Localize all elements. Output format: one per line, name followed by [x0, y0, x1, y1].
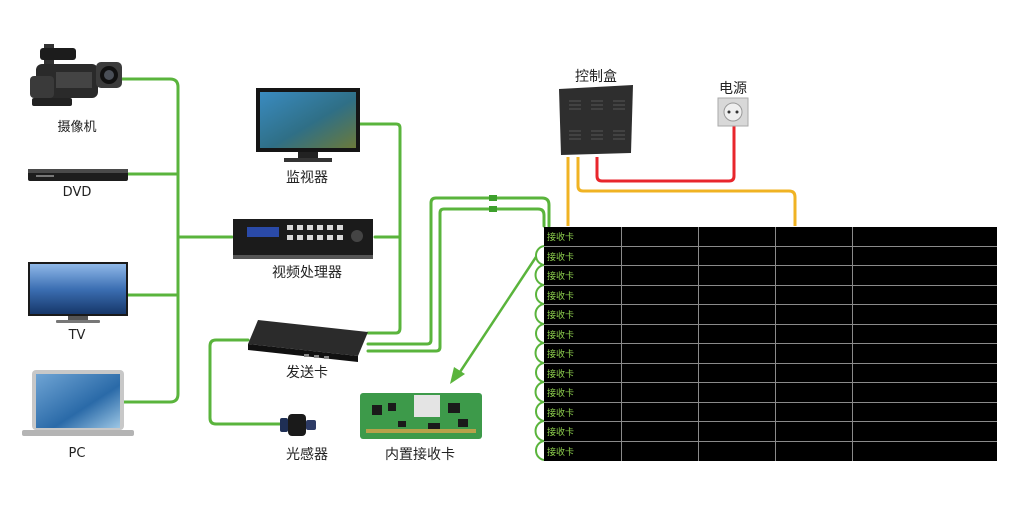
power-label: 电源 [719, 81, 747, 97]
receiving-card-daisy-chain [534, 245, 546, 461]
receiving-card-label: 接收卡 [547, 272, 575, 282]
tv-label: TV [68, 328, 86, 343]
power-line [595, 125, 736, 183]
control-line-1 [576, 157, 797, 226]
input-bus-wires [116, 77, 551, 426]
dvd-label: DVD [62, 185, 92, 200]
monitor-label: 监视器 [286, 170, 328, 186]
receiving-card-row: 接收卡 [544, 344, 997, 364]
receiving-card-row: 接收卡 [544, 266, 997, 286]
led-display-panel: 接收卡 接收卡 接收卡 接收卡 接收卡 接收卡 接收卡 接收卡 接收卡 接收卡 … [544, 227, 997, 461]
control-box-label: 控制盒 [575, 69, 617, 85]
sending-card-label: 发送卡 [286, 365, 328, 381]
monitor-icon [256, 88, 360, 162]
dvd-player-icon [28, 169, 128, 181]
camcorder-icon [30, 44, 122, 106]
video-processor-label: 视频处理器 [272, 265, 342, 281]
receiving-card-label: 接收卡 [547, 389, 575, 399]
receiving-card-row: 接收卡 [544, 422, 997, 442]
receiving-card-label: 接收卡 [547, 428, 575, 438]
ethernet-line-2 [366, 207, 546, 353]
light-sensor-wire [208, 338, 285, 426]
panel-column-divider [698, 227, 699, 461]
receiving-card-row: 接收卡 [544, 227, 997, 247]
builtin-receiving-card-icon [360, 393, 482, 439]
receiving-card-label: 接收卡 [547, 252, 575, 263]
camcorder-label: 摄像机 [57, 120, 97, 135]
receiving-card-label: 接收卡 [547, 291, 575, 302]
receiving-card-label: 接收卡 [547, 311, 575, 321]
receiving-card-label: 接收卡 [547, 233, 575, 243]
receiving-card-label: 接收卡 [547, 330, 575, 341]
receiving-card-label: 接收卡 [547, 369, 575, 380]
ethernet-line-1 [366, 196, 551, 346]
control-box-icon [559, 85, 633, 155]
receiving-card-row: 接收卡 [544, 403, 997, 422]
monitor-sendcard-wire [358, 122, 402, 335]
control-power-wires [566, 125, 797, 226]
receiving-card-label: 接收卡 [547, 447, 575, 458]
receiving-card-row: 接收卡 [544, 325, 997, 344]
receiving-card-row: 接收卡 [544, 383, 997, 403]
sending-card-icon [248, 320, 368, 362]
ethernet-connectors [489, 195, 497, 212]
pc-label: PC [68, 446, 86, 461]
power-outlet-icon [717, 97, 749, 127]
laptop-icon [22, 370, 134, 436]
light-sensor-icon [280, 414, 316, 436]
builtin-receiving-card-label: 内置接收卡 [385, 447, 455, 463]
receiving-card-row: 接收卡 [544, 305, 997, 325]
panel-column-divider [852, 227, 853, 461]
builtin-card-arrow [450, 256, 538, 384]
receiving-card-row: 接收卡 [544, 286, 997, 305]
light-sensor-label: 光感器 [286, 447, 328, 463]
receiving-card-row: 接收卡 [544, 442, 997, 462]
video-processor-icon [233, 219, 373, 259]
panel-column-divider [775, 227, 776, 461]
receiving-card-row: 接收卡 [544, 247, 997, 266]
panel-column-divider [621, 227, 622, 461]
camcorder-pc-trunk [116, 77, 180, 404]
receiving-card-label: 接收卡 [547, 408, 575, 419]
receiving-card-row: 接收卡 [544, 364, 997, 383]
receiving-card-label: 接收卡 [547, 350, 575, 360]
tv-icon [28, 262, 128, 323]
